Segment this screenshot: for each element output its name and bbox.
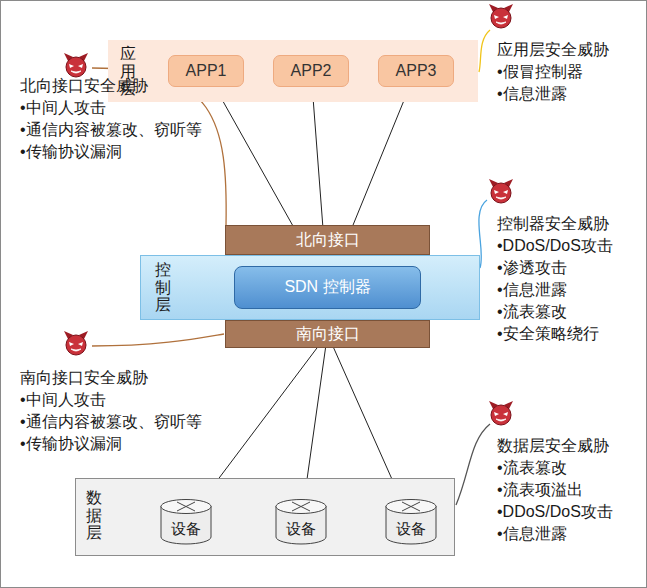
threat-text: •中间人攻击 — [20, 98, 106, 118]
threat-text: •传输协议漏洞 — [20, 142, 122, 162]
threat-text: 南向接口安全威胁 — [20, 368, 148, 388]
threat-icon — [489, 401, 513, 425]
threat-text: •DDoS/DoS攻击 — [497, 236, 613, 256]
threat-text: •信息泄露 — [497, 84, 567, 104]
leader-line — [479, 30, 490, 72]
node-label: APP1 — [186, 62, 227, 80]
device-cylinder: 设备 — [384, 499, 438, 545]
threat-text: •DDoS/DoS攻击 — [497, 502, 613, 522]
threat-text: •安全策略绕行 — [497, 324, 599, 344]
threat-text: •假冒控制器 — [497, 62, 583, 82]
node-label: APP3 — [396, 62, 437, 80]
layer-band: SDN 控制器 控制层 — [140, 255, 480, 320]
threat-icon — [64, 53, 88, 77]
layer-band: APP1APP2APP3应用层 — [108, 40, 478, 102]
device-cross — [402, 502, 420, 511]
layer-label: 数据层 — [86, 489, 102, 542]
threat-icon — [64, 331, 88, 355]
device-cross — [177, 502, 195, 511]
device-label: 设备 — [286, 520, 316, 539]
connector-line — [203, 348, 317, 499]
layer-label: 控制层 — [155, 261, 171, 314]
cylinder-top — [161, 500, 211, 514]
cylinder-top — [386, 500, 436, 514]
threat-text: •传输协议漏洞 — [20, 434, 122, 454]
node-label: 南向接口 — [296, 324, 360, 345]
threat-text: •通信内容被篡改、窃听等 — [20, 120, 202, 140]
threat-icon — [489, 4, 513, 28]
threat-text: 北向接口安全威胁 — [20, 76, 148, 96]
interface-band: 南向接口 — [225, 320, 430, 348]
device-cross — [292, 502, 310, 511]
threat-text: •通信内容被篡改、窃听等 — [20, 412, 202, 432]
app-box: APP3 — [378, 55, 454, 87]
threat-text: 应用层安全威胁 — [497, 40, 609, 60]
leader-line — [92, 334, 224, 346]
threat-text: •中间人攻击 — [20, 390, 106, 410]
controller-box: SDN 控制器 — [234, 266, 421, 309]
connector-line — [304, 348, 325, 499]
device-cylinder: 设备 — [274, 499, 328, 545]
threat-text: •信息泄露 — [497, 280, 567, 300]
node-label: 北向接口 — [296, 230, 360, 251]
cylinder-top — [276, 500, 326, 514]
connector-line — [334, 348, 401, 499]
layer-band: 设备 设备 设备 数据层 — [75, 478, 455, 556]
threat-text: •流表项溢出 — [497, 480, 583, 500]
threat-text: •流表篡改 — [497, 302, 567, 322]
device-cylinder: 设备 — [159, 499, 213, 545]
app-box: APP1 — [168, 55, 244, 87]
node-label: APP2 — [291, 62, 332, 80]
app-box: APP2 — [273, 55, 349, 87]
device-label: 设备 — [396, 520, 426, 539]
threat-text: 控制器安全威胁 — [497, 214, 609, 234]
leader-line — [479, 200, 487, 268]
threat-icon — [489, 179, 513, 203]
interface-band: 北向接口 — [225, 225, 430, 255]
device-label: 设备 — [171, 520, 201, 539]
leader-line — [456, 424, 490, 505]
threat-text: •渗透攻击 — [497, 258, 567, 278]
node-label: SDN 控制器 — [284, 277, 370, 298]
threat-text: 数据层安全威胁 — [497, 436, 609, 456]
threat-text: •流表篡改 — [497, 458, 567, 478]
threat-text: •信息泄露 — [497, 524, 567, 544]
